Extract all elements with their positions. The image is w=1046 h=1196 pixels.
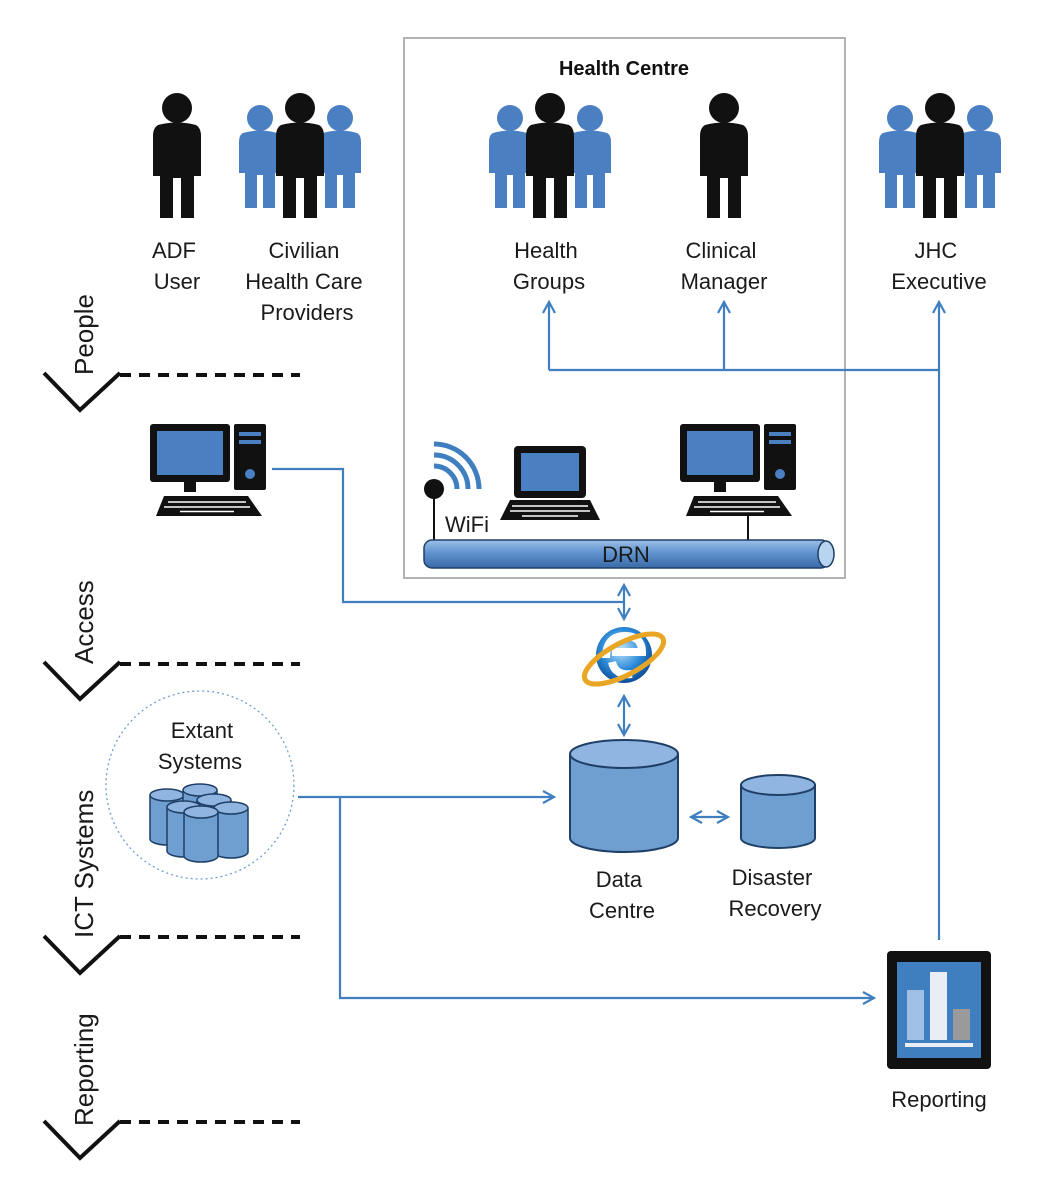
jhc-executive-icon xyxy=(879,93,1001,218)
lane-ict-label: ICT Systems xyxy=(69,790,99,938)
drn-label: DRN xyxy=(602,542,650,567)
reporting-label: Reporting xyxy=(891,1087,986,1112)
adf-user-icon xyxy=(153,93,201,218)
civilian-providers-icon xyxy=(239,93,361,218)
wifi-icon xyxy=(424,441,482,543)
clinical-manager-label: Clinical Manager xyxy=(681,238,768,294)
extant-systems-group xyxy=(105,690,295,880)
adf-user-label: ADF User xyxy=(152,238,202,294)
data-centre-label: Data Centre xyxy=(589,867,655,923)
lane-access-label: Access xyxy=(69,580,99,664)
reporting-connectors xyxy=(549,302,939,940)
ict-connectors xyxy=(298,797,874,998)
data-centre-cylinder xyxy=(569,739,679,853)
lane-ict-systems: ICT Systems xyxy=(42,790,300,976)
health-groups-label: Health Groups xyxy=(513,238,585,294)
laptop-icon xyxy=(499,445,601,521)
access-connectors xyxy=(272,467,624,735)
disaster-recovery-cylinder xyxy=(740,774,816,849)
lane-reporting: Reporting xyxy=(42,1013,300,1161)
jhc-executive-label: JHC Executive xyxy=(891,238,986,294)
lane-reporting-label: Reporting xyxy=(69,1013,99,1126)
centre-desktop-icon xyxy=(679,423,797,517)
browser-icon xyxy=(581,627,667,687)
remote-desktop-icon xyxy=(149,423,267,517)
lane-people-label: People xyxy=(69,294,99,375)
clinical-manager-icon xyxy=(700,93,748,218)
lane-people: People xyxy=(42,294,300,413)
extant-systems-label: Extant Systems xyxy=(158,718,242,774)
reporting-report-icon xyxy=(887,951,991,1069)
civilian-providers-label: Civilian Health Care Providers xyxy=(245,238,369,325)
lane-access: Access xyxy=(42,580,300,702)
disaster-recovery-label: Disaster Recovery xyxy=(729,865,822,921)
wifi-label: WiFi xyxy=(445,512,489,537)
health-centre-title: Health Centre xyxy=(559,58,689,80)
health-centre-box xyxy=(403,37,846,579)
drn-pipe xyxy=(423,539,835,569)
health-groups-icon xyxy=(489,93,611,218)
